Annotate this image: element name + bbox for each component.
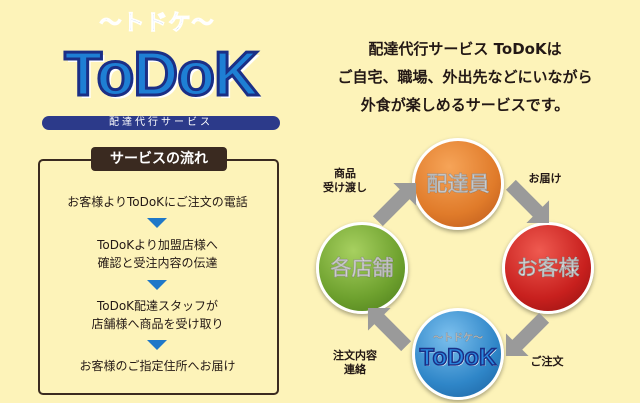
tagline: 配達代行サービス ToDoKは ご自宅、職場、外出先などにいながら 外食が楽しめ… bbox=[300, 35, 630, 119]
arrow-icon bbox=[372, 312, 412, 352]
node-driver: 配達員 bbox=[412, 138, 504, 230]
flow-step: お客様よりToDoKにご注文の電話 bbox=[67, 195, 248, 209]
label-notify: 注文内容 連絡 bbox=[333, 349, 377, 376]
logo-todok: ToDoK bbox=[63, 39, 261, 111]
tagline-line: 配達代行サービス ToDoKは bbox=[368, 40, 562, 58]
node-customer: お客様 bbox=[502, 222, 594, 314]
label-handover: 商品 受け渡し bbox=[323, 167, 367, 194]
down-arrow-icon bbox=[147, 340, 167, 350]
todok-kana: 〜トドケ〜 bbox=[433, 333, 484, 345]
arrow-icon bbox=[372, 187, 412, 227]
down-arrow-icon bbox=[147, 218, 167, 228]
logo-kana: 〜トドケ〜 bbox=[99, 11, 215, 37]
label-deliver: お届け bbox=[528, 172, 562, 185]
tagline-line: 外食が楽しめるサービスです。 bbox=[360, 96, 570, 114]
flow-step: お客様のご指定住所へお届け bbox=[79, 359, 236, 373]
flow-step: ToDoK配達スタッフが 店舗様へ商品を受け取り bbox=[91, 299, 224, 331]
arrow-icon bbox=[510, 312, 550, 352]
logo-subtitle: 配達代行サービス bbox=[42, 116, 280, 130]
flow-step: ToDoKより加盟店様へ 確認と受注内容の伝達 bbox=[97, 238, 218, 270]
node-todok: 〜トドケ〜 ToDoK bbox=[412, 308, 504, 400]
node-stores: 各店舗 bbox=[316, 222, 408, 314]
down-arrow-icon bbox=[147, 280, 167, 290]
todok-logo: ToDoK bbox=[419, 343, 497, 372]
service-flow-title: サービスの流れ bbox=[91, 147, 227, 171]
tagline-line: ご自宅、職場、外出先などにいながら bbox=[337, 68, 593, 86]
label-order: ご注文 bbox=[530, 355, 564, 368]
